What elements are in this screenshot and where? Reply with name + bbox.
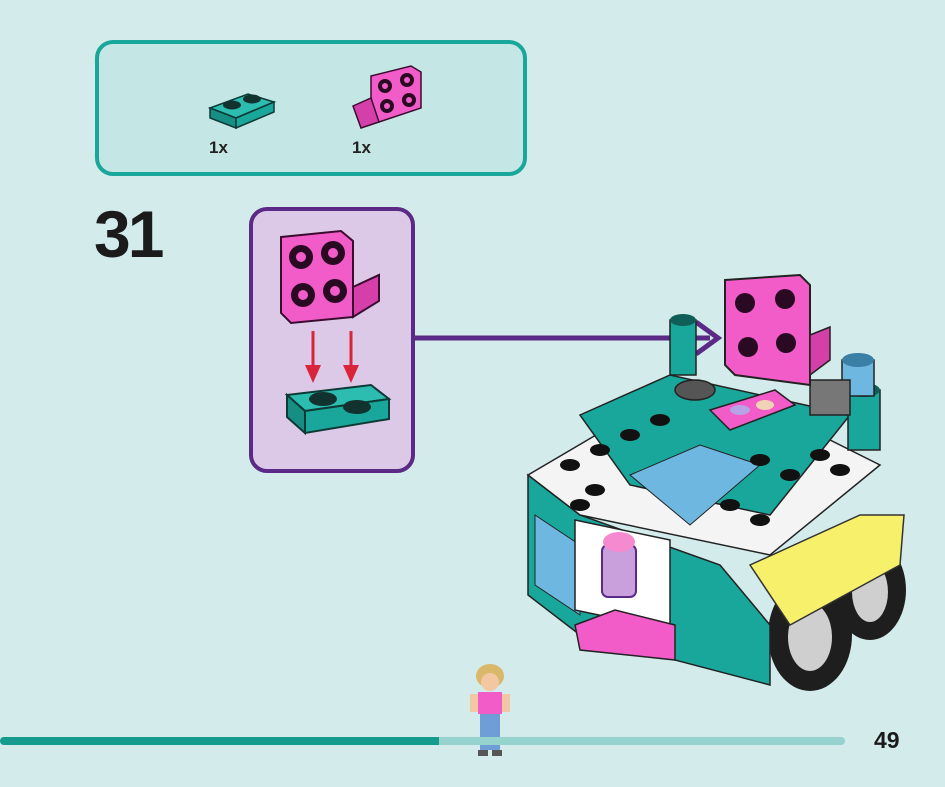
progress-bar bbox=[0, 737, 845, 745]
teal-plate-icon bbox=[207, 93, 277, 130]
bubble-tea-truck-model bbox=[526, 273, 906, 691]
pink-bracket-icon bbox=[352, 65, 422, 129]
page-number: 49 bbox=[874, 727, 900, 753]
part-quantity: 1x bbox=[209, 138, 228, 157]
teal-plate-icon bbox=[284, 383, 392, 436]
pink-bracket-icon bbox=[280, 229, 380, 325]
progress-bar-fill bbox=[0, 737, 440, 745]
minifigure-icon bbox=[470, 664, 510, 756]
part-quantity: 1x bbox=[352, 138, 371, 157]
down-arrow-icon bbox=[305, 331, 359, 383]
subassembly-box bbox=[249, 207, 415, 473]
step-number: 31 bbox=[94, 197, 164, 271]
parts-list-box: 1x 1x bbox=[95, 40, 527, 176]
